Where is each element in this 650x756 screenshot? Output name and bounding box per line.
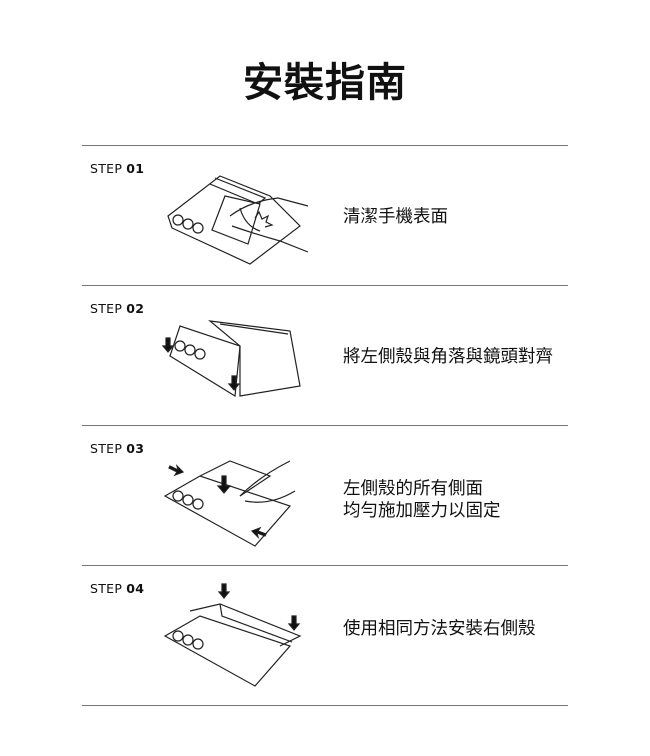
step-description: 左側殼的所有側面 均勻施加壓力以固定 bbox=[343, 478, 501, 522]
divider bbox=[82, 565, 568, 566]
divider bbox=[82, 705, 568, 706]
page-title: 安裝指南 bbox=[243, 60, 407, 106]
description-line: 清潔手機表面 bbox=[343, 207, 448, 227]
description-line: 將左側殼與角落與鏡頭對齊 bbox=[343, 347, 553, 367]
clean-phone-illustration bbox=[167, 175, 309, 265]
align-case-illustration bbox=[161, 320, 301, 398]
description-line: 使用相同方法安裝右側殼 bbox=[343, 619, 536, 639]
divider bbox=[82, 145, 568, 146]
step-description: 清潔手機表面 bbox=[343, 206, 448, 228]
step-description: 使用相同方法安裝右側殼 bbox=[343, 618, 536, 640]
description-line: 左側殼的所有側面 bbox=[343, 479, 483, 499]
press-case-illustration bbox=[163, 460, 296, 547]
divider bbox=[82, 285, 568, 286]
step-description: 將左側殼與角落與鏡頭對齊 bbox=[343, 346, 553, 368]
description-line: 均勻施加壓力以固定 bbox=[343, 501, 501, 521]
divider bbox=[82, 425, 568, 426]
install-right-case-illustration bbox=[163, 583, 302, 687]
